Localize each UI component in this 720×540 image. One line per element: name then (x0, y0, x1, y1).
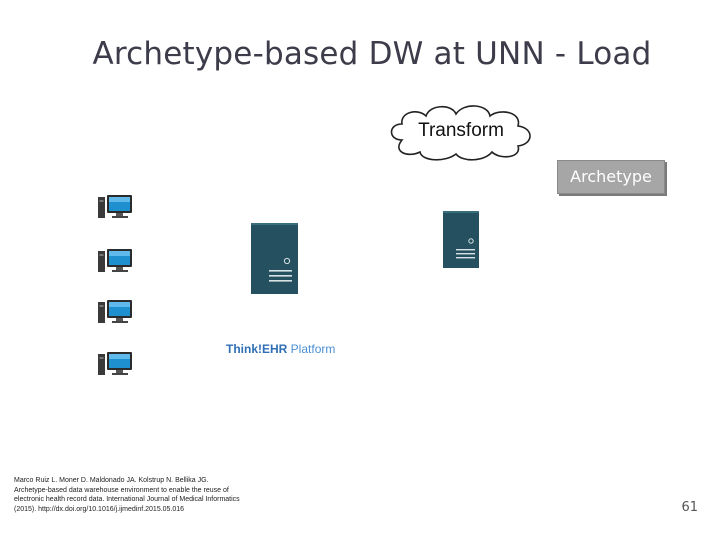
citation-line: Marco Ruiz L. Moner D. Maldonado JA. Kol… (14, 477, 209, 484)
citation-line: Archetype-based data warehouse environme… (14, 486, 229, 494)
platform-brand: Think!EHR (226, 342, 288, 356)
archetype-box: Archetype (557, 160, 665, 194)
citation-line: (2015). http://dx.doi.org/10.1016/j.ijme… (14, 505, 185, 513)
thinkehr-platform-logo: Think!EHR Platform (226, 342, 335, 356)
citation-line: electronic health record data. Internati… (14, 496, 240, 504)
transform-label: Transform (418, 120, 504, 141)
desktop-computer-icon (98, 249, 132, 272)
desktop-computer-icon (98, 300, 132, 323)
server-tower-icon (443, 211, 479, 268)
citation: Marco Ruiz L. Moner D. Maldonado JA. Kol… (14, 476, 284, 514)
desktop-computer-icon (98, 195, 132, 218)
server-tower-icon (251, 223, 298, 294)
transform-cloud (390, 105, 531, 161)
desktop-computer-icon (98, 352, 132, 375)
page-number: 61 (681, 500, 698, 515)
platform-suffix: Platform (287, 342, 336, 356)
slide-title: Archetype-based DW at UNN - Load (92, 36, 652, 72)
